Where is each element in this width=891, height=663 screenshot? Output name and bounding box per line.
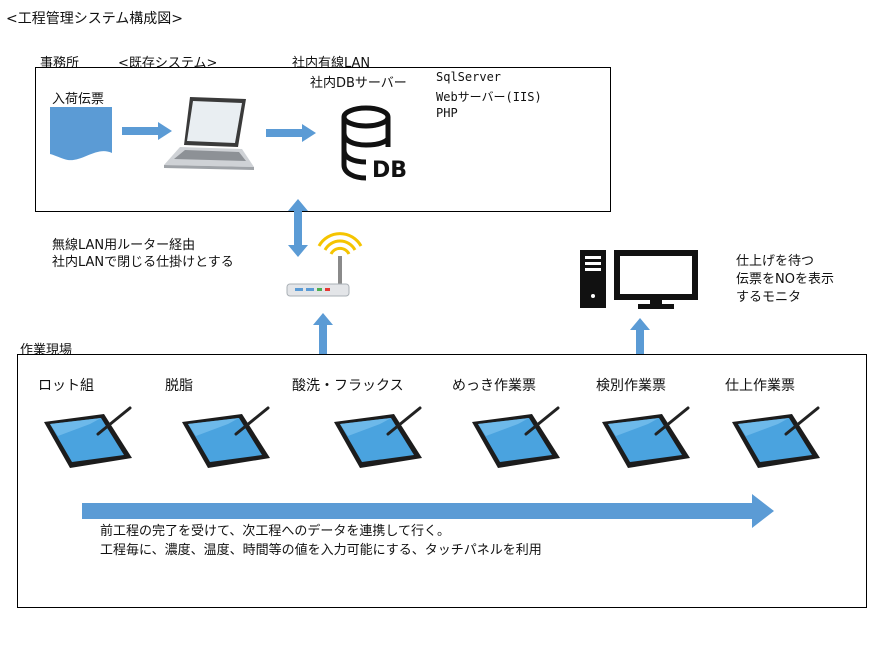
tablet-label-finishing: 仕上作業票 — [725, 378, 795, 394]
tablet-label-inspection: 検別作業票 — [596, 378, 666, 394]
tablet-icon-plating — [472, 406, 560, 468]
worksite-box — [17, 354, 867, 608]
laptop-icon — [164, 97, 254, 170]
spec-php: PHP — [436, 106, 458, 120]
arrow-doc-to-laptop — [122, 122, 172, 140]
tablet-icon-lot — [44, 406, 132, 468]
arrow-worksite-to-monitor — [630, 318, 650, 373]
arrow-lan-router — [288, 199, 308, 257]
monitor-note-line3: するモニタ — [736, 290, 802, 305]
wireless-router-icon — [286, 232, 363, 297]
database-icon: DB — [341, 105, 407, 183]
diagram-title: <工程管理システム構成図> — [6, 11, 184, 27]
tablet-label-pickling: 酸洗・フラックス — [292, 378, 404, 394]
tablet-label-lot: ロット組 — [38, 378, 94, 394]
arrow-laptop-to-db — [266, 124, 316, 142]
monitor-note-line1: 仕上げを待つ — [736, 254, 815, 269]
tablet-icon-inspection — [602, 406, 690, 468]
tablet-icon-pickling — [334, 406, 422, 468]
tablet-label-degrease: 脱脂 — [165, 378, 193, 394]
process-flow-arrow — [82, 494, 774, 528]
db-icon-text: DB — [372, 158, 407, 183]
monitor-note-line2: 伝票をNOを表示 — [736, 272, 834, 287]
spec-sqlserver: SqlServer — [436, 70, 502, 84]
worksite-note-line2: 工程毎に、濃度、温度、時間等の値を入力可能にする、タッチパネルを利用 — [100, 543, 542, 558]
tablet-icon-degrease — [182, 406, 270, 468]
router-note-line2: 社内LANで閉じる仕掛けとする — [52, 255, 234, 270]
tablet-icon-finishing — [732, 406, 820, 468]
router-note-line1: 無線LAN用ルーター経由 — [52, 238, 196, 253]
office-system-box — [35, 67, 611, 212]
worksite-note-line1: 前工程の完了を受けて、次工程へのデータを連携して行く。 — [100, 524, 450, 539]
document-icon — [50, 107, 112, 161]
db-server-label: 社内DBサーバー — [310, 76, 407, 91]
desktop-pc-monitor-icon — [580, 250, 698, 309]
spec-webserver: Webサーバー(IIS) — [436, 90, 542, 104]
input-slip-label: 入荷伝票 — [52, 92, 105, 107]
tablet-label-plating: めっき作業票 — [452, 378, 536, 394]
arrow-router-worksite — [313, 313, 333, 375]
